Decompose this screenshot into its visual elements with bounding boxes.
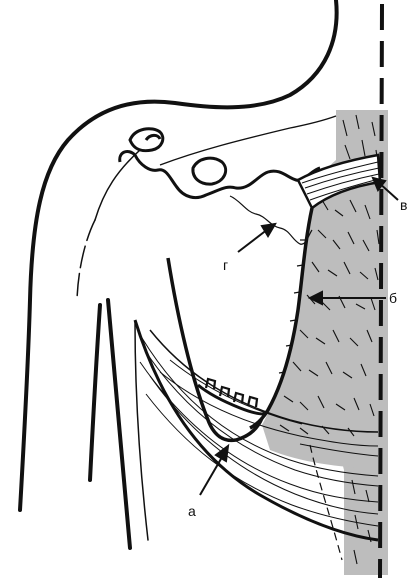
- bone-fragment-3: [193, 158, 226, 184]
- inner-arm-line: [77, 220, 95, 300]
- inner-arm-line-upper: [95, 150, 140, 220]
- irregular-vessel-line: [230, 196, 312, 244]
- label-v: в: [400, 197, 407, 213]
- arrow-g-head: [262, 224, 275, 236]
- bone-fragment-2: [146, 135, 160, 140]
- fascia-line: [160, 116, 336, 165]
- label-b: б: [389, 290, 397, 306]
- bone-structures: [120, 129, 320, 198]
- arm-line-left: [90, 305, 100, 480]
- arrow-g-line: [238, 229, 268, 252]
- label-g: г: [223, 257, 228, 273]
- capsule-contour: [120, 151, 320, 197]
- flap-inner-line: [198, 385, 264, 414]
- arm-line-middle: [108, 300, 130, 548]
- label-a: а: [188, 503, 196, 519]
- stitches: [206, 379, 257, 407]
